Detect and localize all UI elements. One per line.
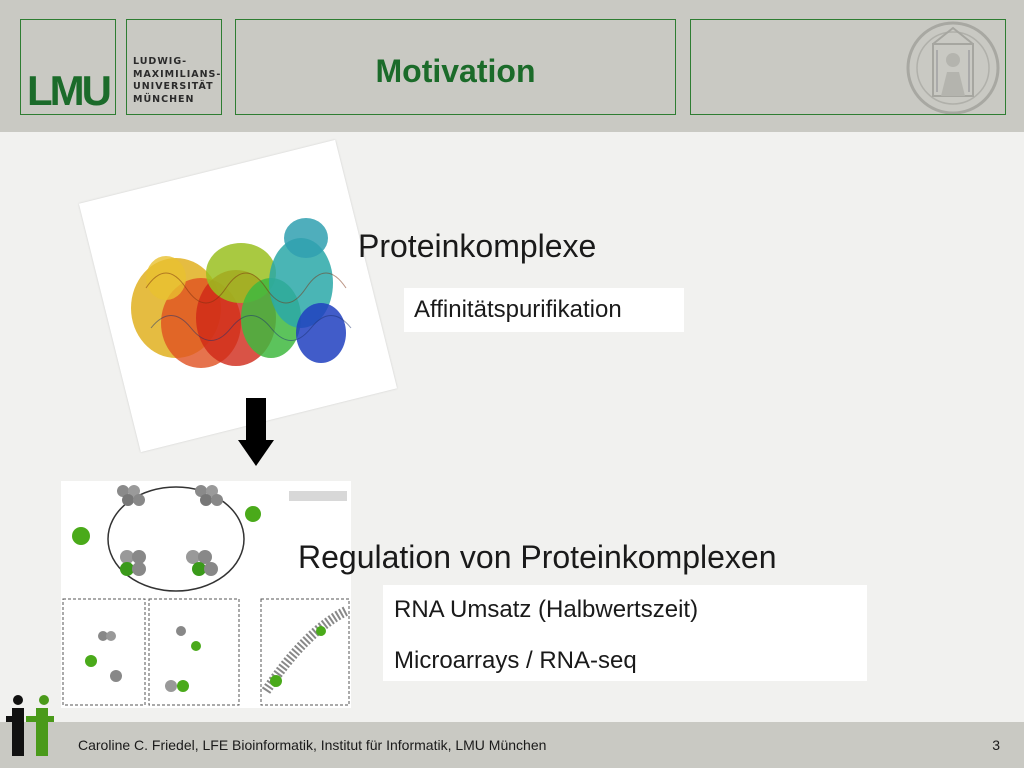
down-arrow-icon <box>238 398 274 466</box>
university-seal-icon <box>906 21 1000 114</box>
title-box: Motivation <box>235 19 676 115</box>
heading-regulation: Regulation von Proteinkomplexen <box>298 539 777 575</box>
page-number: 3 <box>992 737 1000 753</box>
heading-protein-complexes: Proteinkomplexe <box>358 228 597 264</box>
footer-author: Caroline C. Friedel, LFE Bioinformatik, … <box>78 737 547 753</box>
slide-title: Motivation <box>375 53 536 89</box>
seal-box <box>690 19 1006 115</box>
university-name-box: LUDWIG- MAXIMILIANS- UNIVERSITÄT MÜNCHEN <box>126 19 222 115</box>
protein-ribbon-icon <box>131 218 352 368</box>
slide-footer: Caroline C. Friedel, LFE Bioinformatik, … <box>0 722 1024 768</box>
rna-turnover-item: RNA Umsatz (Halbwertszeit) <box>394 596 699 623</box>
protein-structure-image <box>78 139 398 453</box>
university-name: LUDWIG- MAXIMILIANS- UNIVERSITÄT MÜNCHEN <box>133 56 222 105</box>
slide-header: LMU LUDWIG- MAXIMILIANS- UNIVERSITÄT MÜN… <box>0 0 1024 132</box>
regulation-items-box: RNA Umsatz (Halbwertszeit) Microarrays /… <box>383 585 867 681</box>
ifi-logo-icon <box>6 695 54 756</box>
lmu-logo-box: LMU <box>20 19 116 115</box>
affinity-purification-label: Affinitätspurifikation <box>404 288 684 332</box>
complex-regulation-figure <box>61 481 351 708</box>
regulation-diagram-icon <box>62 485 350 706</box>
lmu-logo: LMU <box>27 67 112 114</box>
microarrays-item: Microarrays / RNA-seq <box>394 647 637 674</box>
